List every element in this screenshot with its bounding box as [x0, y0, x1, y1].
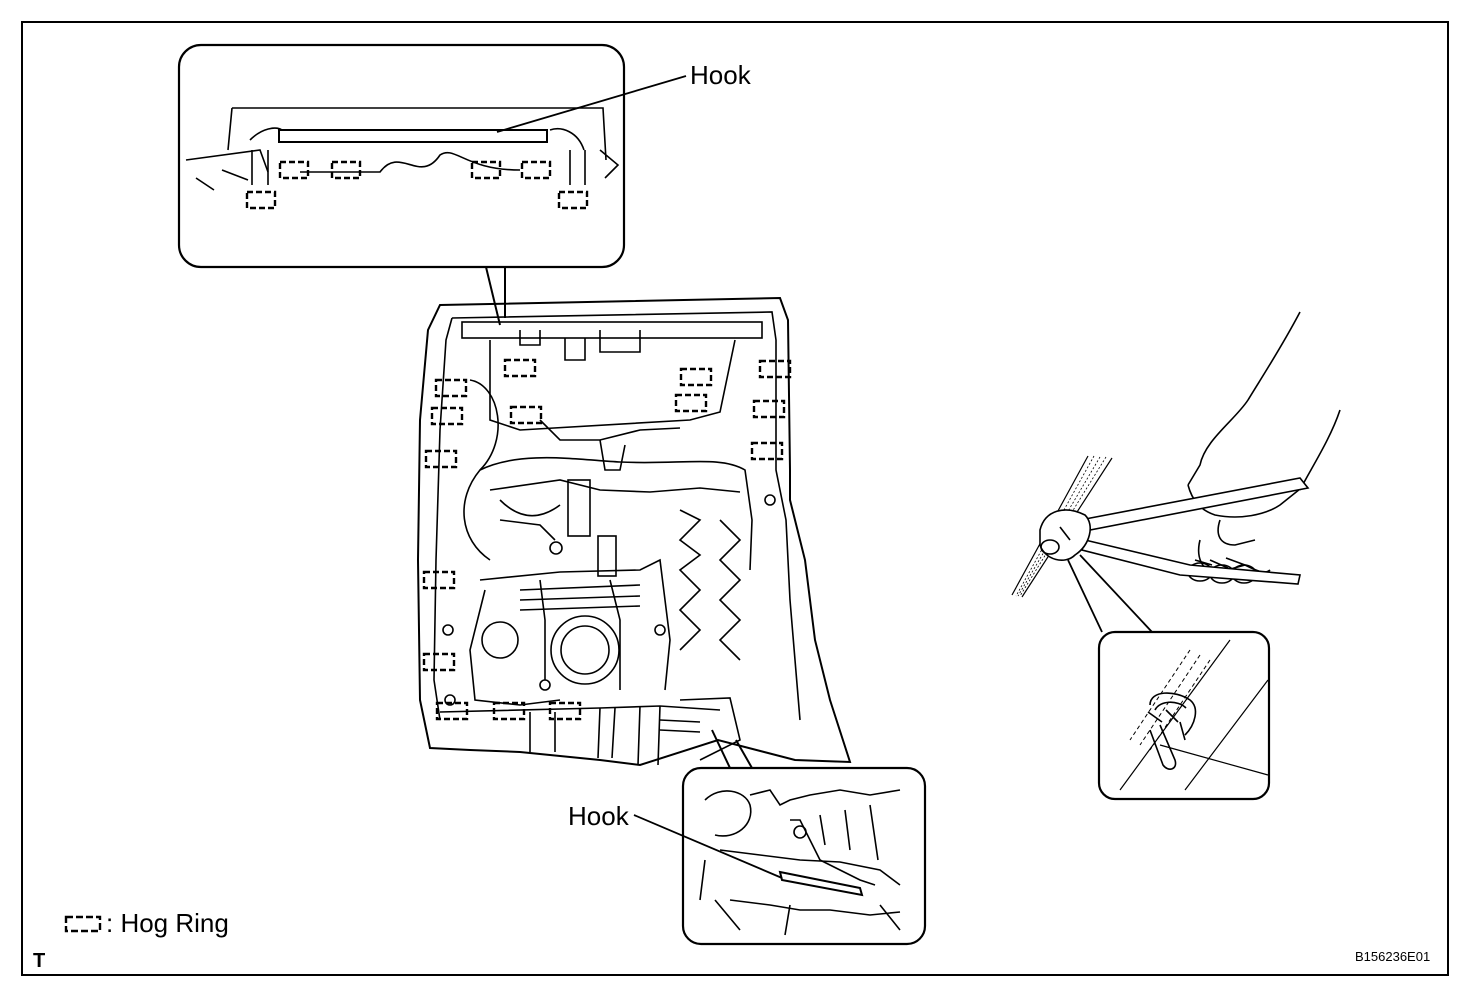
legend-symbol-spacer	[62, 915, 102, 933]
hog-ring-detail-callout	[1097, 630, 1271, 801]
hog-ring-markers	[422, 358, 792, 721]
hog-ring-icon	[245, 160, 589, 210]
hog-ring-symbol-icon	[64, 915, 102, 933]
seat-back-frame	[416, 296, 852, 769]
legend-text: : Hog Ring	[106, 908, 229, 938]
top-zoom-callout	[177, 43, 687, 326]
figure-code: B156236E01	[1355, 949, 1431, 964]
hog-ring-clip-icon	[1147, 692, 1197, 770]
hand-with-pliers-icon	[1011, 311, 1341, 633]
corner-mark: T	[33, 950, 46, 972]
legend: : Hog Ring	[62, 908, 229, 939]
bottom-zoom-callout	[633, 766, 927, 946]
hook-label-bottom: Hook	[568, 801, 629, 831]
hook-label-top: Hook	[690, 60, 751, 90]
